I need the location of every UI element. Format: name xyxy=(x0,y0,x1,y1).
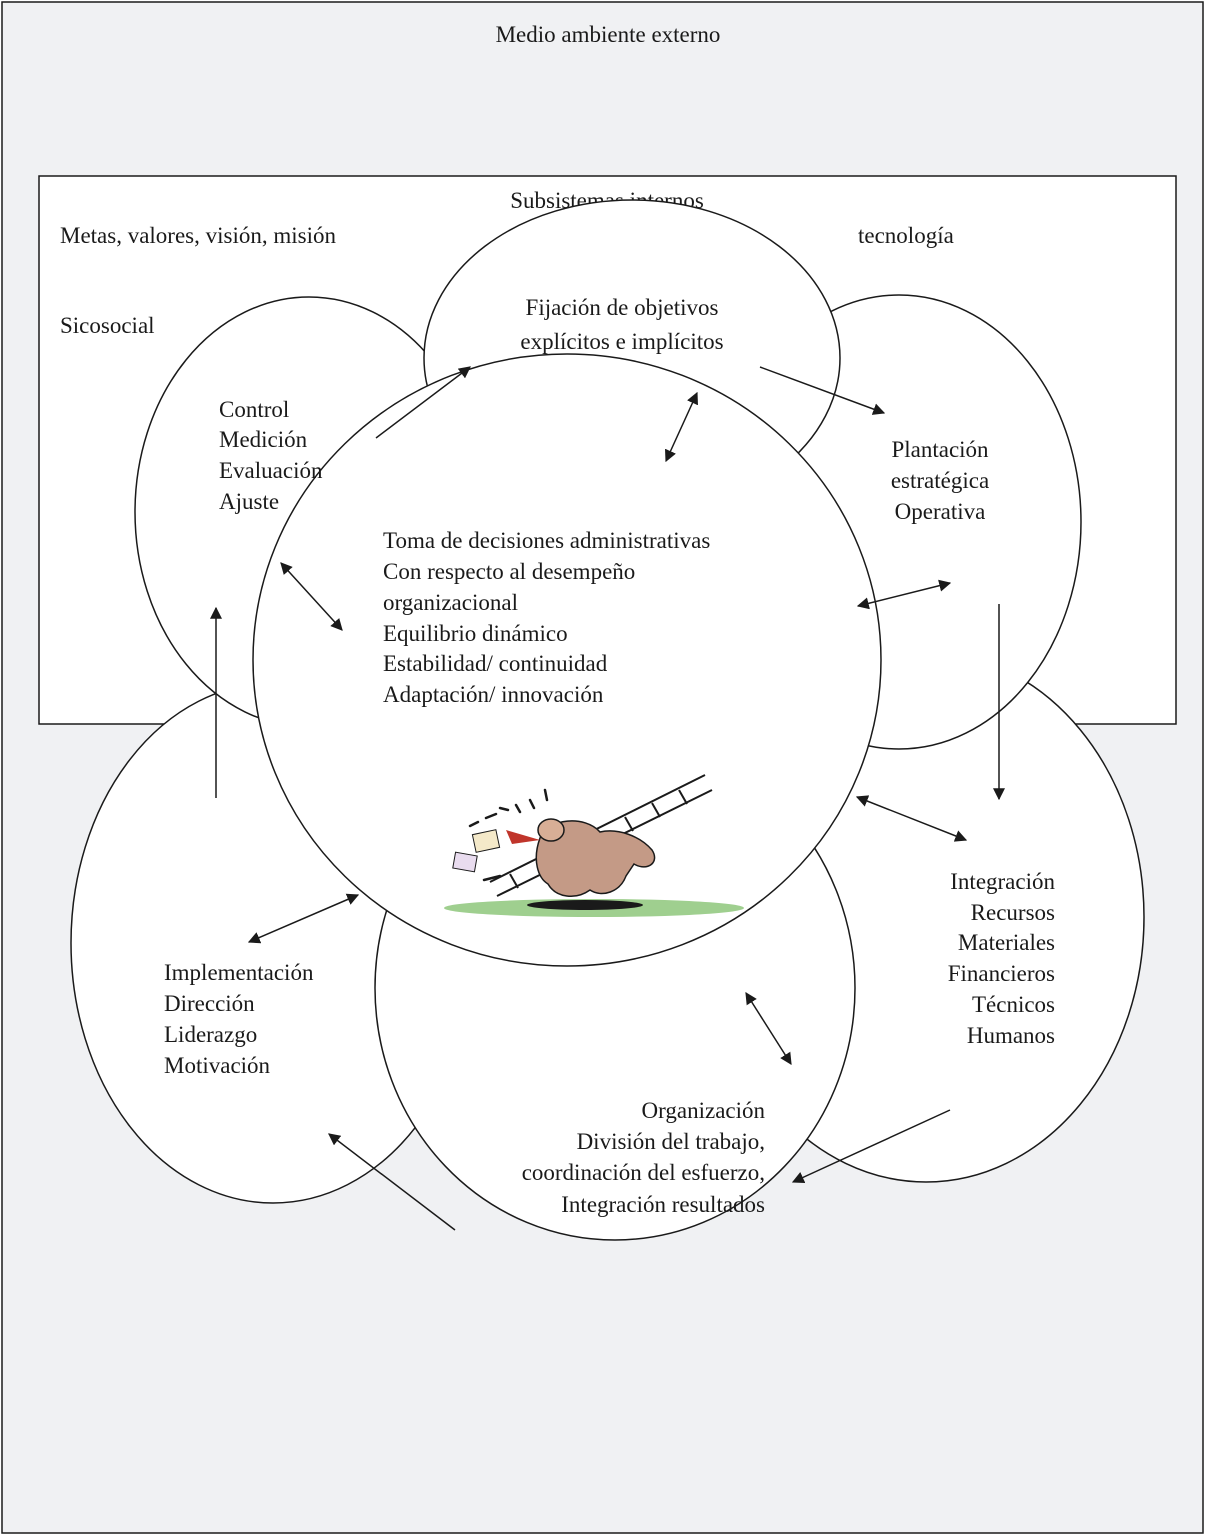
integration-text: Integración Recursos Materiales Financie… xyxy=(948,869,1056,1048)
clipart-paper xyxy=(452,851,478,873)
technology-label: tecnología xyxy=(858,223,954,248)
implementation-line: Motivación xyxy=(164,1053,271,1078)
integration-line: Técnicos xyxy=(972,992,1055,1017)
outer-environment-label: Medio ambiente externo xyxy=(496,22,721,47)
double-arrow-center-objectives xyxy=(665,391,698,463)
planning-line: estratégica xyxy=(891,468,989,493)
center-line: organizacional xyxy=(383,590,518,615)
objectives-line: explícitos e implícitos xyxy=(520,329,723,354)
organization-line: coordinación del esfuerzo, xyxy=(522,1160,765,1185)
running-man-clipart xyxy=(444,774,744,917)
integration-line: Recursos xyxy=(971,900,1055,925)
center-line: Con respecto al desempeño xyxy=(383,559,635,584)
organization-line: División del trabajo, xyxy=(577,1129,765,1154)
clipart-head xyxy=(537,818,565,842)
implementation-line: Implementación xyxy=(164,960,314,985)
double-arrow-center-control xyxy=(280,562,343,631)
integration-line: Integración xyxy=(950,869,1055,894)
planning-line: Plantación xyxy=(891,437,989,462)
integration-line: Materiales xyxy=(958,930,1055,955)
implementation-text: Implementación Dirección Liderazgo Motiv… xyxy=(164,960,314,1078)
double-arrow-center-implementation xyxy=(247,893,360,944)
clipart-body xyxy=(535,820,656,897)
planning-line: Operativa xyxy=(895,499,986,524)
control-text: Control Medición Evaluación Ajuste xyxy=(219,397,323,514)
center-line: Estabilidad/ continuidad xyxy=(383,651,608,676)
double-arrow-center-planning xyxy=(856,579,952,610)
double-arrow-center-integration xyxy=(855,795,968,842)
control-line: Ajuste xyxy=(219,489,279,514)
center-line: Toma de decisiones administrativas xyxy=(383,528,710,553)
objectives-line: Fijación de objetivos xyxy=(526,295,719,320)
organization-line: Organización xyxy=(642,1098,766,1123)
control-line: Evaluación xyxy=(219,458,323,483)
arrow-organization-to-implementation xyxy=(328,1133,456,1231)
clipart-shadow xyxy=(527,900,643,910)
center-text: Toma de decisiones administrativas Con r… xyxy=(383,528,710,707)
objectives-text: Fijación de objetivos explícitos e implí… xyxy=(520,295,723,354)
organization-text: Organización División del trabajo, coord… xyxy=(522,1098,766,1217)
integration-line: Humanos xyxy=(967,1023,1055,1048)
control-line: Medición xyxy=(219,427,308,452)
central-decision-circle xyxy=(252,353,882,967)
control-line: Control xyxy=(219,397,289,422)
clipart-speed-lines xyxy=(468,788,549,882)
arrow-objectives-to-planning xyxy=(759,366,886,415)
center-line: Adaptación/ innovación xyxy=(383,682,604,707)
planning-text: Plantación estratégica Operativa xyxy=(891,437,989,524)
organization-line: Integración resultados xyxy=(561,1192,765,1217)
implementation-line: Dirección xyxy=(164,991,255,1016)
center-line: Equilibrio dinámico xyxy=(383,621,568,646)
psychosocial-label: Sicosocial xyxy=(60,313,155,338)
clipart-paper xyxy=(471,829,501,853)
integration-line: Financieros xyxy=(948,961,1055,986)
double-arrow-center-organization xyxy=(745,991,792,1066)
implementation-line: Liderazgo xyxy=(164,1022,257,1047)
goals-values-label: Metas, valores, visión, misión xyxy=(60,223,336,248)
clipart-tie xyxy=(506,830,540,844)
arrow-control-to-objectives xyxy=(375,366,471,439)
arrow-integration-to-organization xyxy=(791,1109,951,1183)
